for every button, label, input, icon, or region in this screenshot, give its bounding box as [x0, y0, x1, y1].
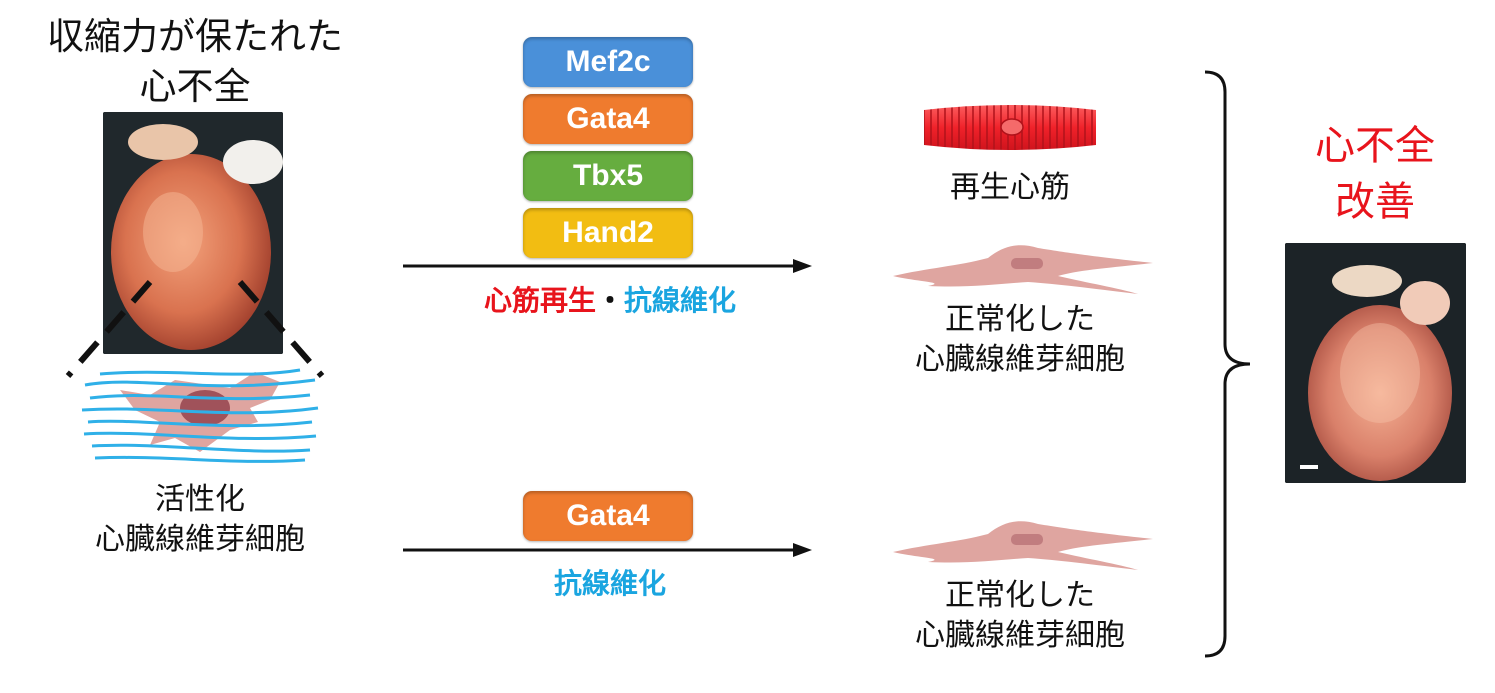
factor-gata4-only: Gata4 — [523, 491, 693, 541]
left-title-line2: 心不全 — [139, 65, 251, 108]
factor-hand2: Hand2 — [523, 208, 693, 258]
bottom-arrow — [403, 543, 812, 557]
effect-separator: ・ — [595, 284, 624, 317]
top-arrow — [403, 259, 812, 273]
normalized-fibroblast-label-top: 正常化した 心臓線維芽細胞 — [875, 300, 1165, 380]
effect-antifibrosis: 抗線維化 — [624, 284, 737, 317]
heart-image-after — [1285, 243, 1466, 483]
factor-gata4: Gata4 — [523, 94, 693, 144]
normalized-fibroblast-icon-top — [893, 245, 1153, 294]
activated-fibroblast-caption: 活性化 心臓線維芽細胞 — [40, 480, 360, 560]
left-title: 収縮力が保たれた 心不全 — [0, 12, 390, 112]
left-caption-line1: 活性化 — [155, 482, 245, 517]
result-label: 心不全 改善 — [1270, 118, 1480, 230]
normalized-bottom-line1: 正常化した — [945, 578, 1095, 613]
heart-photo-before — [103, 112, 283, 354]
heart-image-before — [103, 112, 283, 354]
result-line1: 心不全 — [1315, 123, 1435, 169]
left-title-line1: 収縮力が保たれた — [47, 15, 343, 58]
normalized-fibroblast-icon-bottom — [893, 521, 1153, 570]
factor-tbx5: Tbx5 — [523, 151, 693, 201]
heart-photo-after — [1285, 243, 1466, 483]
muscle-cell-icon — [924, 105, 1096, 150]
top-effect-label: 心筋再生・抗線維化 — [440, 283, 780, 319]
normalized-fibroblast-label-bottom: 正常化した 心臓線維芽細胞 — [875, 576, 1165, 656]
right-brace — [1204, 70, 1251, 658]
result-line2: 改善 — [1335, 179, 1415, 225]
effect-regeneration: 心筋再生 — [483, 284, 596, 317]
normalized-top-line2: 心臓線維芽細胞 — [915, 342, 1125, 377]
left-caption-line2: 心臓線維芽細胞 — [95, 522, 305, 557]
bottom-effect-label: 抗線維化 — [553, 567, 666, 600]
normalized-bottom-line2: 心臓線維芽細胞 — [915, 618, 1125, 653]
regenerated-muscle-label: 再生心筋 — [950, 170, 1070, 205]
normalized-top-line1: 正常化した — [945, 302, 1095, 337]
scale-bar — [1300, 465, 1318, 469]
activated-fibroblast-icon — [81, 368, 319, 463]
factor-mef2c: Mef2c — [523, 37, 693, 87]
zoom-dashed-lines — [65, 280, 325, 378]
